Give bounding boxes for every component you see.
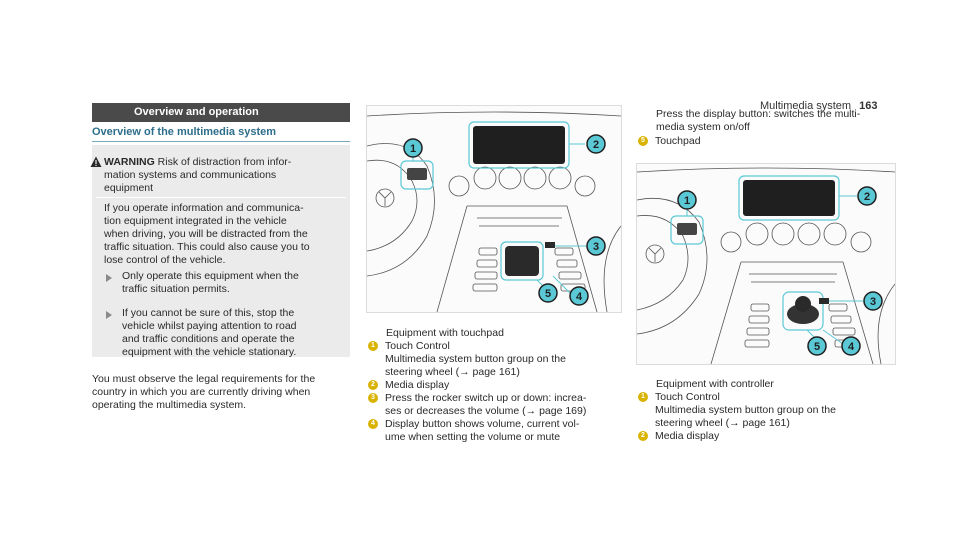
warning-title: WARNING Risk of distraction from infor- … bbox=[104, 156, 344, 195]
cockpit-illustration-touchpad: 1 2 3 4 5 bbox=[367, 111, 621, 312]
subheading: Overview of the multimedia system bbox=[92, 126, 350, 142]
warning-bullet-line: vehicle whilst paying attention to road bbox=[122, 320, 297, 332]
fig1-callout: 2 bbox=[593, 139, 599, 151]
legal-paragraph: You must observe the legal requirements … bbox=[92, 373, 350, 412]
fig1-callout: 5 bbox=[545, 288, 551, 300]
list-item: 2 Media display bbox=[638, 430, 885, 443]
cockpit-illustration-controller: 1 2 3 4 5 bbox=[637, 167, 895, 364]
display-button-text: Press the display button: switches the m… bbox=[656, 108, 860, 134]
item-line: Media display bbox=[385, 379, 450, 391]
warning-box bbox=[92, 145, 350, 357]
number-badge: 2 bbox=[638, 431, 648, 441]
warning-bullet-line: and traffic conditions and operate the bbox=[122, 333, 295, 345]
legal-paragraph-line: country in which you are currently drivi… bbox=[92, 386, 311, 398]
warning-bullet-line: If you cannot be sure of this, stop the bbox=[122, 307, 295, 319]
page-number: 163 bbox=[859, 100, 878, 112]
list-item: 1 Touch Control Multimedia system button… bbox=[368, 340, 615, 379]
fig1-callout: 3 bbox=[593, 241, 599, 253]
number-badge: 1 bbox=[368, 341, 378, 351]
warning-divider bbox=[96, 197, 346, 198]
section-title-bar: Overview and operation bbox=[92, 103, 350, 122]
warning-body-line: tion equipment integrated in the vehicle bbox=[104, 215, 287, 227]
item-line: media system on/off bbox=[656, 121, 750, 133]
item-line: steering wheel (→ page 161) bbox=[655, 417, 790, 429]
warning-bullet: If you cannot be sure of this, stop the … bbox=[122, 307, 342, 359]
figure-touchpad-cockpit: 1 2 3 4 5 bbox=[366, 105, 622, 313]
list-item: 5 Touchpad bbox=[638, 135, 885, 148]
middle-item-list: 1 Touch Control Multimedia system button… bbox=[368, 340, 615, 444]
warning-body-line: If you operate information and communica… bbox=[104, 202, 304, 214]
legal-paragraph-line: operating the multimedia system. bbox=[92, 399, 247, 411]
item-line: Touch Control bbox=[385, 340, 450, 352]
item-line: Display button shows volume, current vol… bbox=[385, 418, 580, 430]
warning-body: If you operate information and communica… bbox=[104, 202, 344, 267]
fig2-callout: 1 bbox=[684, 195, 690, 207]
number-badge: 1 bbox=[638, 392, 648, 402]
warning-bullet-line: Only operate this equipment when the bbox=[122, 270, 299, 282]
fig2-callout: 5 bbox=[814, 341, 820, 353]
fig2-callout: 3 bbox=[870, 296, 876, 308]
item-line: ses or decreases the volume (→ page 169) bbox=[385, 405, 587, 417]
item-line: ume when setting the volume or mute bbox=[385, 431, 561, 443]
warning-title-line2: mation systems and communications bbox=[104, 169, 277, 181]
warning-title-line3: equipment bbox=[104, 182, 154, 194]
warning-body-line: when driving, you will be distracted fro… bbox=[104, 228, 308, 240]
warning-triangle-icon bbox=[90, 156, 102, 167]
fig2-callout: 4 bbox=[848, 341, 855, 353]
warning-bullet-line: equipment with the vehicle stationary. bbox=[122, 346, 297, 358]
fig2-callout: 2 bbox=[864, 191, 870, 203]
list-item: 3 Press the rocker switch up or down: in… bbox=[368, 392, 615, 418]
fig1-callout: 1 bbox=[410, 143, 416, 155]
list-item: 2 Media display bbox=[368, 379, 615, 392]
item-line: Touch Control bbox=[655, 391, 720, 403]
item-line: Media display bbox=[655, 430, 720, 442]
list-item: 4 Display button shows volume, current v… bbox=[368, 418, 615, 444]
item-line: steering wheel (→ page 161) bbox=[385, 366, 520, 378]
warning-body-line: traffic situation. This could also cause… bbox=[104, 241, 310, 253]
list-item: 1 Touch Control Multimedia system button… bbox=[638, 391, 885, 430]
warning-body-line: lose control of the vehicle. bbox=[104, 254, 226, 266]
warning-bullet: Only operate this equipment when the tra… bbox=[122, 270, 342, 296]
warning-label: WARNING bbox=[104, 156, 155, 168]
section-title: Overview and operation bbox=[134, 106, 259, 118]
number-badge: 4 bbox=[368, 419, 378, 429]
item-line: Touchpad bbox=[655, 135, 701, 147]
caption-controller: Equipment with controller bbox=[656, 378, 774, 390]
bullet-arrow-icon bbox=[106, 274, 112, 282]
item-line: Press the display button: switches the m… bbox=[656, 108, 861, 120]
page-header: Multimedia system 163 bbox=[760, 100, 920, 112]
item-line: Multimedia system button group on the bbox=[385, 353, 566, 365]
page-header-title: Multimedia system bbox=[760, 100, 852, 112]
item-line: Press the rocker switch up or down: incr… bbox=[385, 392, 587, 404]
fig1-callout: 4 bbox=[576, 291, 583, 303]
number-badge: 5 bbox=[638, 136, 648, 146]
right-item-list: 1 Touch Control Multimedia system button… bbox=[638, 391, 885, 443]
caption-touchpad: Equipment with touchpad bbox=[386, 327, 504, 339]
number-badge: 3 bbox=[368, 393, 378, 403]
warning-bullet-line: traffic situation permits. bbox=[122, 283, 230, 295]
warning-title-line1: Risk of distraction from infor- bbox=[157, 156, 292, 168]
number-badge: 2 bbox=[368, 380, 378, 390]
figure-controller-cockpit: 1 2 3 4 5 bbox=[636, 163, 896, 365]
legal-paragraph-line: You must observe the legal requirements … bbox=[92, 373, 316, 385]
item-line: Multimedia system button group on the bbox=[655, 404, 836, 416]
bullet-arrow-icon bbox=[106, 311, 112, 319]
